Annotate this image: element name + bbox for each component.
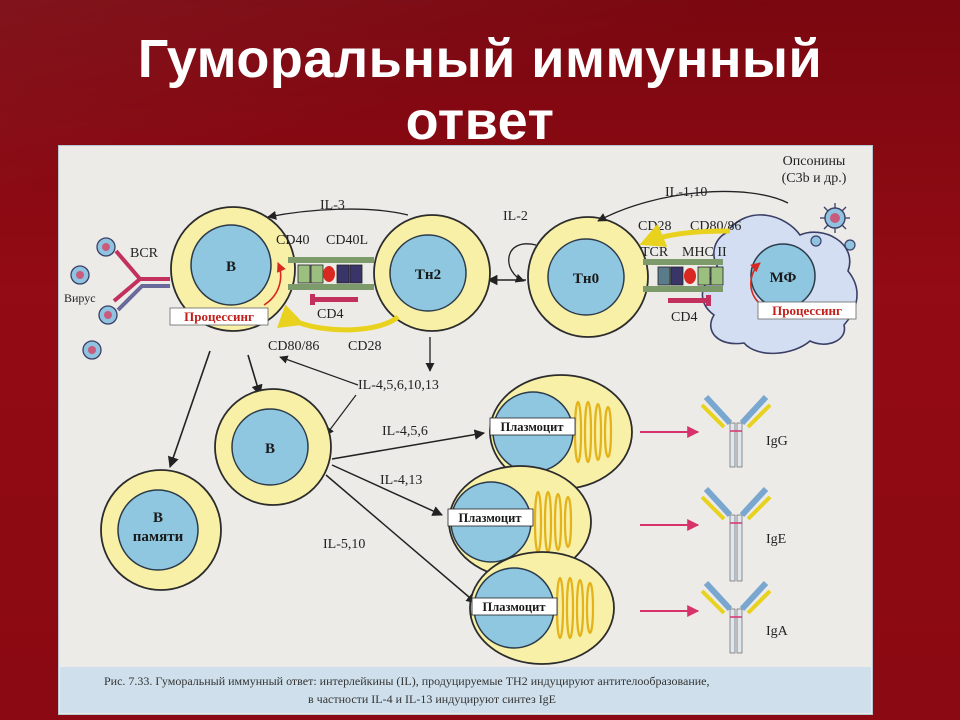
cd4-left-label: CD4 [317,307,343,322]
b-top-label: В [226,259,236,275]
slide-title-line-1: Гуморальный иммунный [137,29,823,89]
opsonized-particle [820,203,850,233]
igg-label: IgG [766,434,788,449]
th0-mf-receptor-complex [643,259,724,306]
tcr-label: TCR [641,245,669,260]
processing-mf-label: Процессинг [772,303,842,318]
macrophage-label: МФ [770,270,797,286]
il-4-5-6-label: IL-4,5,6 [382,424,428,439]
plasma-3-label: Плазмоцит [483,600,546,614]
humoral-response-diagram: МФ Процессинг Опсонины (С3b и др.) Тн0 [58,145,873,715]
plasma-2-label: Плазмоцит [459,511,522,525]
ige-label: IgE [766,532,786,547]
slide-title: Гуморальный иммунный ответ [0,28,960,152]
antibody-ige-icon [700,486,772,582]
il-4-13-label: IL-4,13 [380,473,422,488]
virus-particle [70,237,118,360]
b-middle-nucleus [231,408,309,486]
figure-caption-line-2: в частности IL-4 и IL-13 индуцируют синт… [308,692,556,706]
caption-band [60,667,871,713]
bcr-label: BCR [130,246,159,261]
opsonins-label-line-1: Опсонины [783,154,846,169]
cd40l-label: CD40L [326,233,368,248]
th2-cell: Тн2 [373,214,491,332]
b-memory-cell: В памяти [100,469,222,591]
b-th2-receptor-complex [288,257,374,305]
th0-cell: Тн0 [527,216,649,338]
virus-label: Вирус [64,291,96,305]
mhc2-label: MHC II [682,245,727,260]
plasma-cell-1: Плазмоцит [489,374,633,490]
cd28-bottom-label: CD28 [348,339,381,354]
il3-label: IL-3 [320,198,345,213]
th0-label: Тн0 [573,271,599,287]
processing-mf-box [757,301,857,320]
processing-b-box [169,307,269,326]
th2-nucleus [389,234,467,312]
antibody-iga-icon [700,580,772,654]
plasma-cell-2: Плазмоцит [447,465,592,579]
opsonins-label-line-2: (С3b и др.) [782,171,847,186]
macrophage-cell: МФ Процессинг [701,214,858,355]
b-memory-label-line-2: памяти [133,529,184,545]
b-memory-nucleus [117,489,199,571]
il2-label: IL-2 [503,209,528,224]
cd28-top-label: CD28 [638,219,671,234]
slide-title-line-2: ответ [405,91,555,151]
opsonin-particle-small [810,235,856,251]
b-top-nucleus [190,224,272,306]
th0-nucleus [547,238,625,316]
figure-caption-line-1: Рис. 7.33. Гуморальный иммунный ответ: и… [104,674,709,688]
b-cell-top: В Процессинг [169,206,296,332]
cd8086-bottom-label: CD80/86 [268,339,319,354]
cd4-right-label: CD4 [671,310,697,325]
plasma-1-label: Плазмоцит [501,420,564,434]
il-4-5-6-10-13-label: IL-4,5,6,10,13 [358,378,439,393]
antibody-igg-icon [700,394,772,468]
plasma-cell-3: Плазмоцит [469,551,615,665]
cd40-label: CD40 [276,233,309,248]
b-cell-middle: В [214,388,332,506]
processing-b-label: Процессинг [184,309,254,324]
b-memory-label-line-1: В [153,510,163,526]
il110-label: IL-1,10 [665,185,707,200]
th2-label: Тн2 [415,267,441,283]
iga-label: IgA [766,624,789,639]
b-middle-label: В [265,441,275,457]
il-5-10-label: IL-5,10 [323,537,365,552]
bcr-receptor [112,249,170,312]
